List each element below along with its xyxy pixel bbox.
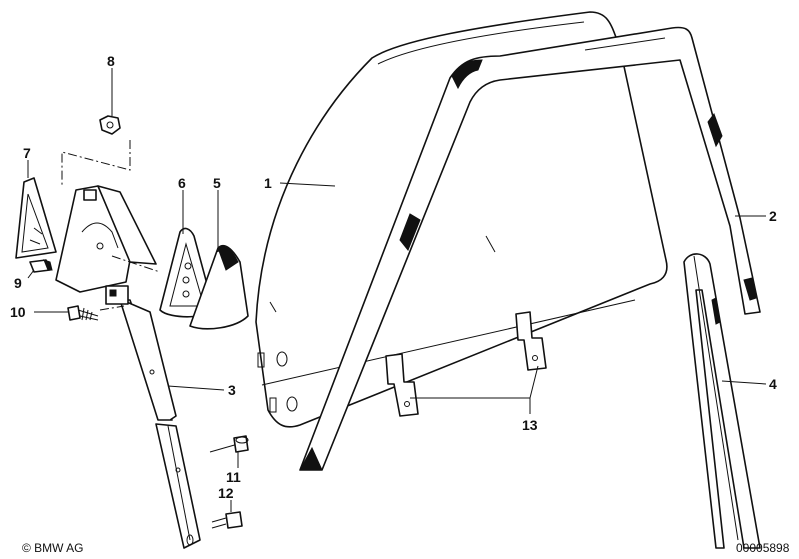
callouts: 1 2 3 4 5 6 7 8 9 10 11 12 13 bbox=[10, 53, 777, 501]
callout-11: 11 bbox=[226, 469, 241, 485]
clip bbox=[29, 259, 53, 273]
guide-rail bbox=[683, 253, 761, 549]
callout-8: 8 bbox=[107, 53, 115, 69]
callout-10: 10 bbox=[10, 304, 26, 320]
leader-lines bbox=[27, 68, 767, 512]
nut bbox=[99, 115, 121, 135]
pillar-corner-piece bbox=[55, 185, 157, 305]
callout-6: 6 bbox=[178, 175, 186, 191]
callout-4: 4 bbox=[769, 376, 777, 392]
screw-10 bbox=[67, 305, 99, 321]
callout-7: 7 bbox=[23, 145, 31, 161]
lift-brackets bbox=[385, 311, 547, 417]
assembly-lines bbox=[61, 140, 161, 311]
pillar-channel bbox=[119, 299, 201, 549]
callout-5: 5 bbox=[213, 175, 221, 191]
triangle-trim-small bbox=[15, 177, 57, 259]
callout-12: 12 bbox=[218, 485, 234, 501]
callout-1: 1 bbox=[264, 175, 272, 191]
window-frame-upper bbox=[299, 26, 761, 471]
callout-13: 13 bbox=[522, 417, 538, 433]
bolt-11 bbox=[209, 435, 249, 453]
copyright-label: © BMW AG bbox=[22, 541, 84, 555]
triangle-cover bbox=[189, 244, 249, 330]
callout-9: 9 bbox=[14, 275, 22, 291]
callout-2: 2 bbox=[769, 208, 777, 224]
bolt-12 bbox=[211, 511, 243, 529]
part-number-label: 00005898 bbox=[736, 541, 790, 555]
callout-3: 3 bbox=[228, 382, 236, 398]
